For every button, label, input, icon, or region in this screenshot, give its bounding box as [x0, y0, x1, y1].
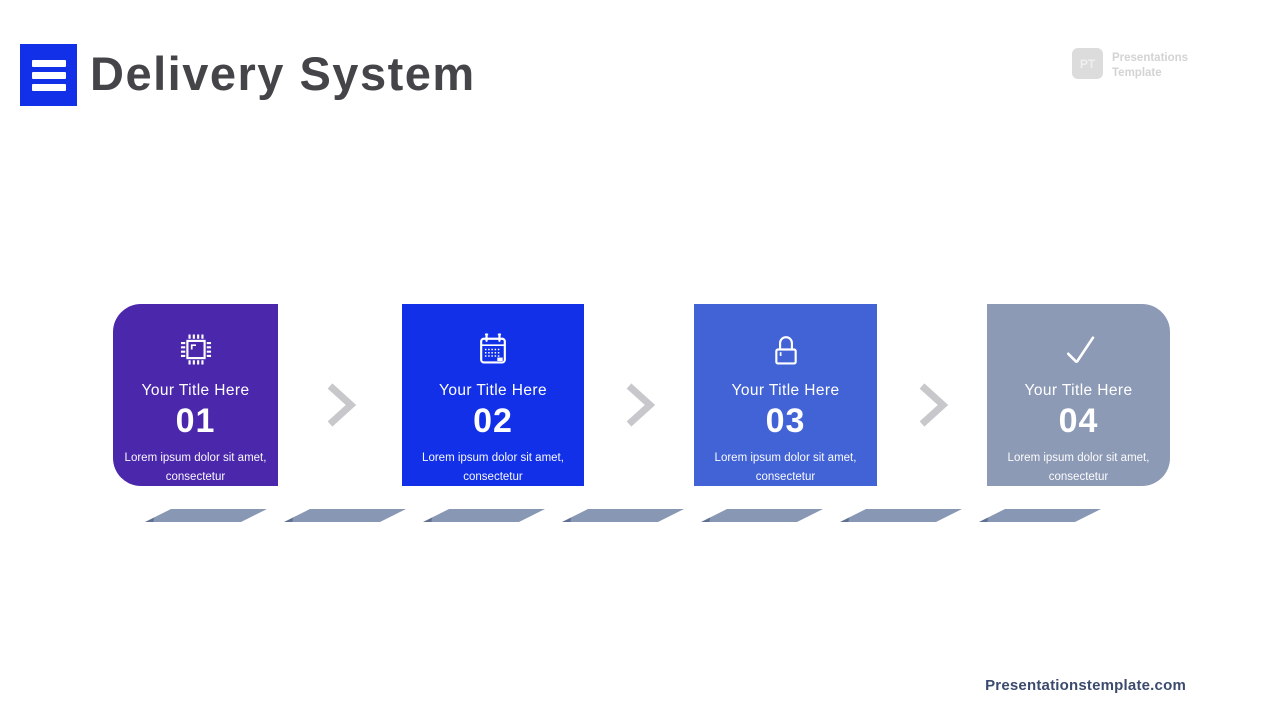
- step-number: 04: [1058, 402, 1099, 440]
- track-segment: [979, 509, 1101, 522]
- step-number: 01: [175, 402, 216, 440]
- step-card-3: Your Title Here 03 Lorem ipsum dolor sit…: [694, 304, 877, 486]
- chevron-right-icon: [919, 383, 949, 427]
- step-description: Lorem ipsum dolor sit amet, consectetur: [422, 452, 564, 483]
- step-description: Lorem ipsum dolor sit amet, consectetur: [124, 452, 267, 483]
- step-title: Your Title Here: [439, 382, 547, 399]
- step-title: Your Title Here: [1024, 382, 1133, 399]
- step-card-2: Your Title Here 02 Lorem ipsum dolor sit…: [402, 304, 584, 486]
- track-segment: [562, 509, 684, 522]
- track-segment: [423, 509, 545, 522]
- hamburger-menu-button[interactable]: [20, 44, 77, 106]
- chevron-right-icon: [626, 383, 656, 427]
- track-segment: [284, 509, 406, 522]
- track: [0, 509, 1280, 522]
- step-card-1: Your Title Here 01 Lorem ipsum dolor sit…: [113, 304, 278, 486]
- step-title: Your Title Here: [731, 382, 840, 399]
- check-icon: [1066, 336, 1094, 363]
- lock-icon: [774, 336, 797, 365]
- step-title: Your Title Here: [141, 382, 250, 399]
- step-description: Lorem ipsum dolor sit amet, consectetur: [1007, 452, 1150, 483]
- step-card-4: Your Title Here 04 Lorem ipsum dolor sit…: [987, 304, 1170, 486]
- step-number: 02: [473, 402, 513, 440]
- watermark-badge: PT: [1072, 48, 1103, 79]
- step-description: Lorem ipsum dolor sit amet, consectetur: [714, 452, 857, 483]
- watermark-label: Presentations Template: [1112, 52, 1189, 79]
- watermark: PT Presentations Template: [1072, 48, 1188, 80]
- footer-website-link[interactable]: Presentationstemplate.com: [985, 677, 1186, 694]
- step-number: 03: [765, 402, 806, 440]
- track-segment: [840, 509, 962, 522]
- chevron-right-icon: [327, 383, 357, 427]
- calendar-icon: [480, 333, 506, 364]
- track-segment: [701, 509, 823, 522]
- track-segment: [145, 509, 267, 522]
- chip-icon: [180, 334, 211, 365]
- page-title: Delivery System: [90, 47, 476, 100]
